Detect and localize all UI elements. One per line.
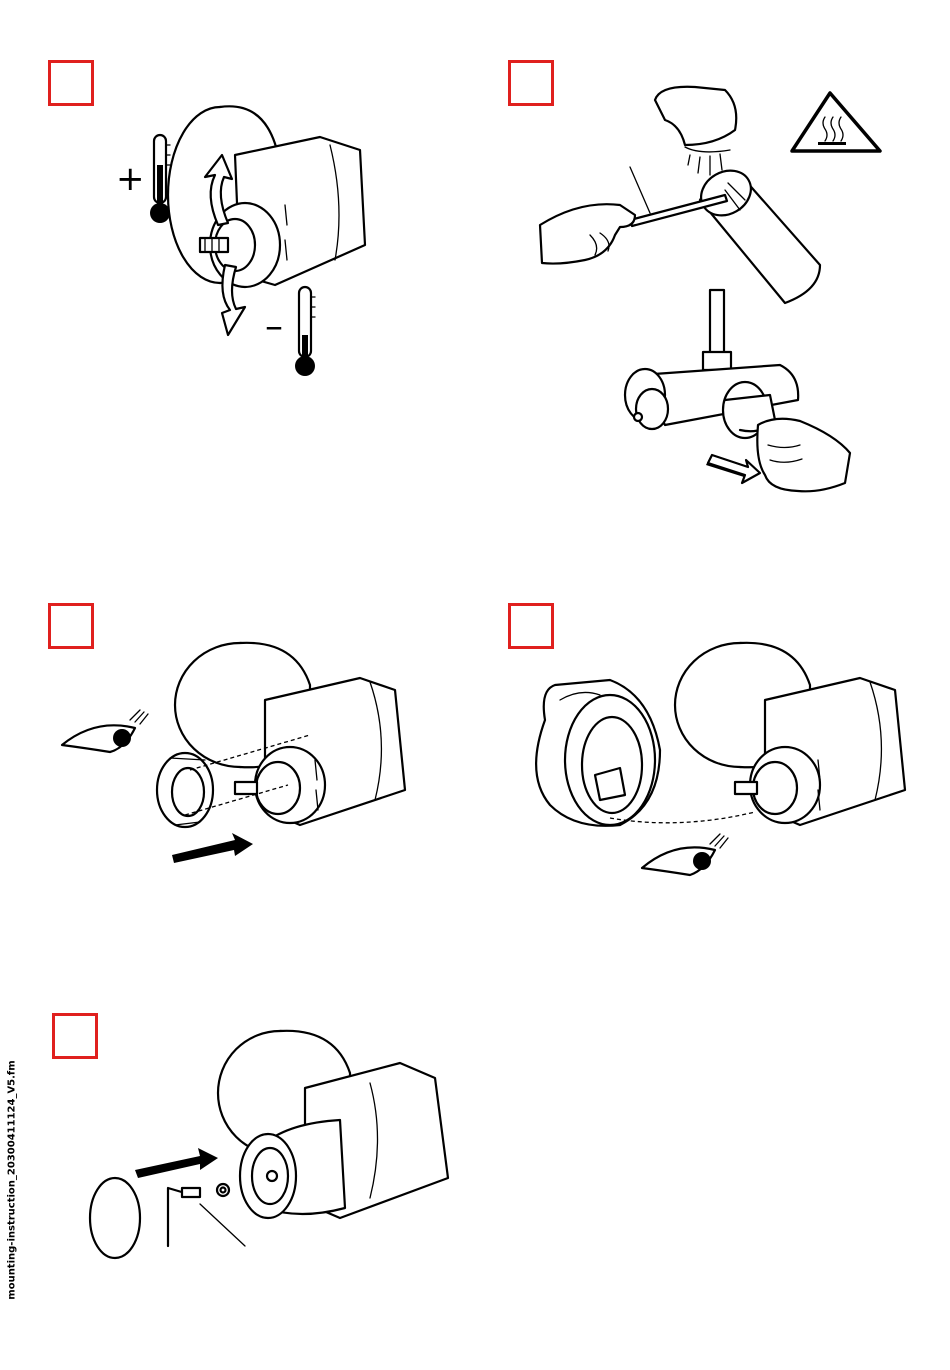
- step-1-illustration: + –: [40, 55, 440, 395]
- step-3-panel: [40, 600, 440, 900]
- minus-symbol: –: [265, 306, 283, 347]
- step-2-illustration: [500, 55, 920, 505]
- step-4-illustration: [500, 600, 920, 900]
- document-filename-text: mounting-instruction_20300411124_V5.fm: [7, 1060, 18, 1299]
- step-4-panel: [500, 600, 920, 900]
- step-1-panel: + –: [40, 55, 440, 395]
- document-filename-footer: mounting-instruction_20300411124_V5.fm: [2, 1060, 22, 1300]
- step-2-panel: [500, 55, 920, 505]
- plus-symbol: +: [116, 159, 145, 199]
- step-5-illustration: [40, 1008, 460, 1298]
- step-3-illustration: [40, 600, 440, 900]
- step-5-panel: [40, 1008, 460, 1298]
